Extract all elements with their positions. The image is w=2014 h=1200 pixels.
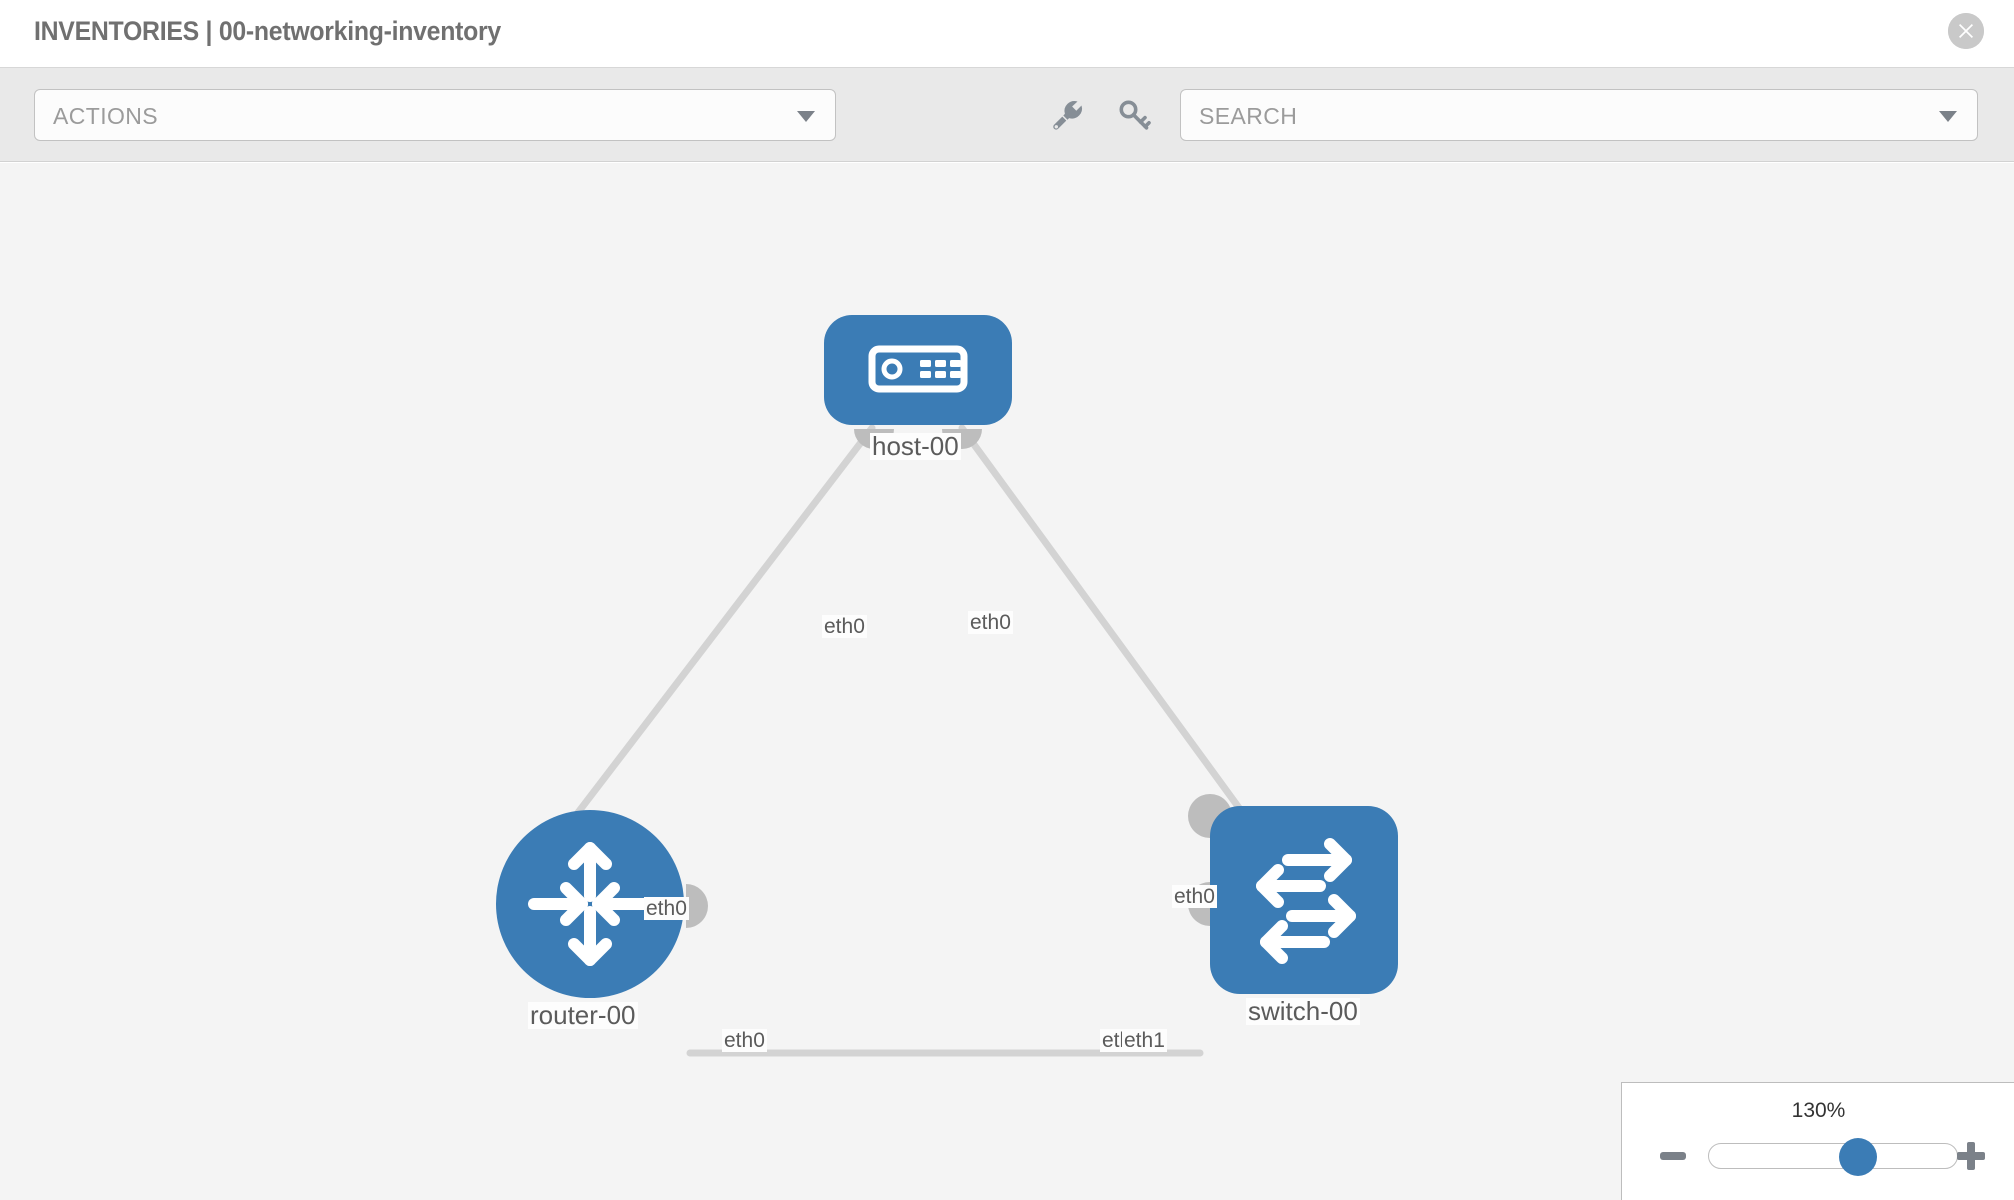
router-node-shape bbox=[496, 810, 684, 998]
node-label-host-00: host-00 bbox=[870, 431, 961, 461]
edge-label-host00-left: eth0 bbox=[822, 615, 867, 639]
page-title: INVENTORIES | 00-networking-inventory bbox=[34, 16, 501, 46]
host-node-shape bbox=[824, 315, 1012, 425]
chevron-down-icon bbox=[797, 111, 815, 122]
link-host00-router00 bbox=[566, 424, 876, 827]
search-input[interactable]: SEARCH bbox=[1180, 89, 1978, 141]
zoom-slider-track[interactable] bbox=[1708, 1138, 1958, 1176]
node-label-router-00: router-00 bbox=[528, 1000, 638, 1030]
zoom-control-panel: 130% bbox=[1621, 1082, 2014, 1200]
link-host00-switch00 bbox=[958, 424, 1249, 820]
topology-canvas[interactable]: host-00 bbox=[0, 163, 2014, 1200]
wrench-icon[interactable] bbox=[1045, 93, 1089, 137]
page-header: INVENTORIES | 00-networking-inventory bbox=[0, 0, 2014, 68]
topology-node-switch-00[interactable]: switch-00 bbox=[1188, 794, 1398, 1026]
topology-node-host-00[interactable]: host-00 bbox=[824, 315, 1012, 461]
zoom-slider-row bbox=[1622, 1135, 2014, 1181]
server-appliance-icon bbox=[868, 345, 968, 393]
actions-dropdown-label: ACTIONS bbox=[53, 103, 159, 129]
topology-links bbox=[566, 424, 1249, 1057]
inventory-toolbar: ACTIONS SEARC bbox=[0, 68, 2014, 162]
zoom-in-button[interactable] bbox=[1957, 1142, 1985, 1170]
search-placeholder-label: SEARCH bbox=[1199, 103, 1298, 129]
actions-dropdown[interactable]: ACTIONS bbox=[34, 89, 836, 141]
router-arrows-icon bbox=[528, 842, 652, 966]
switch-arrows-icon bbox=[1256, 838, 1356, 964]
zoom-slider-thumb[interactable] bbox=[1838, 1138, 1877, 1176]
node-label-switch-00: switch-00 bbox=[1246, 996, 1360, 1026]
switch-node-shape bbox=[1210, 806, 1398, 994]
edge-label-host00-right: eth0 bbox=[968, 611, 1013, 635]
router-port-right[interactable] bbox=[686, 884, 708, 928]
chevron-down-icon[interactable] bbox=[1939, 111, 1957, 122]
zoom-out-button[interactable] bbox=[1660, 1152, 1686, 1160]
edge-label-switch00-up: eth0 bbox=[1172, 885, 1217, 909]
key-icon[interactable] bbox=[1112, 93, 1156, 137]
close-icon[interactable] bbox=[1948, 13, 1984, 49]
edge-label-router00-up: eth0 bbox=[644, 897, 689, 921]
edge-label-switch00-eth1: eth1 bbox=[1122, 1029, 1167, 1053]
zoom-level-label: 130% bbox=[1791, 1099, 1846, 1122]
edge-label-router00-eth0: eth0 bbox=[722, 1029, 767, 1053]
topology-node-router-00[interactable]: router-00 bbox=[496, 810, 708, 1030]
